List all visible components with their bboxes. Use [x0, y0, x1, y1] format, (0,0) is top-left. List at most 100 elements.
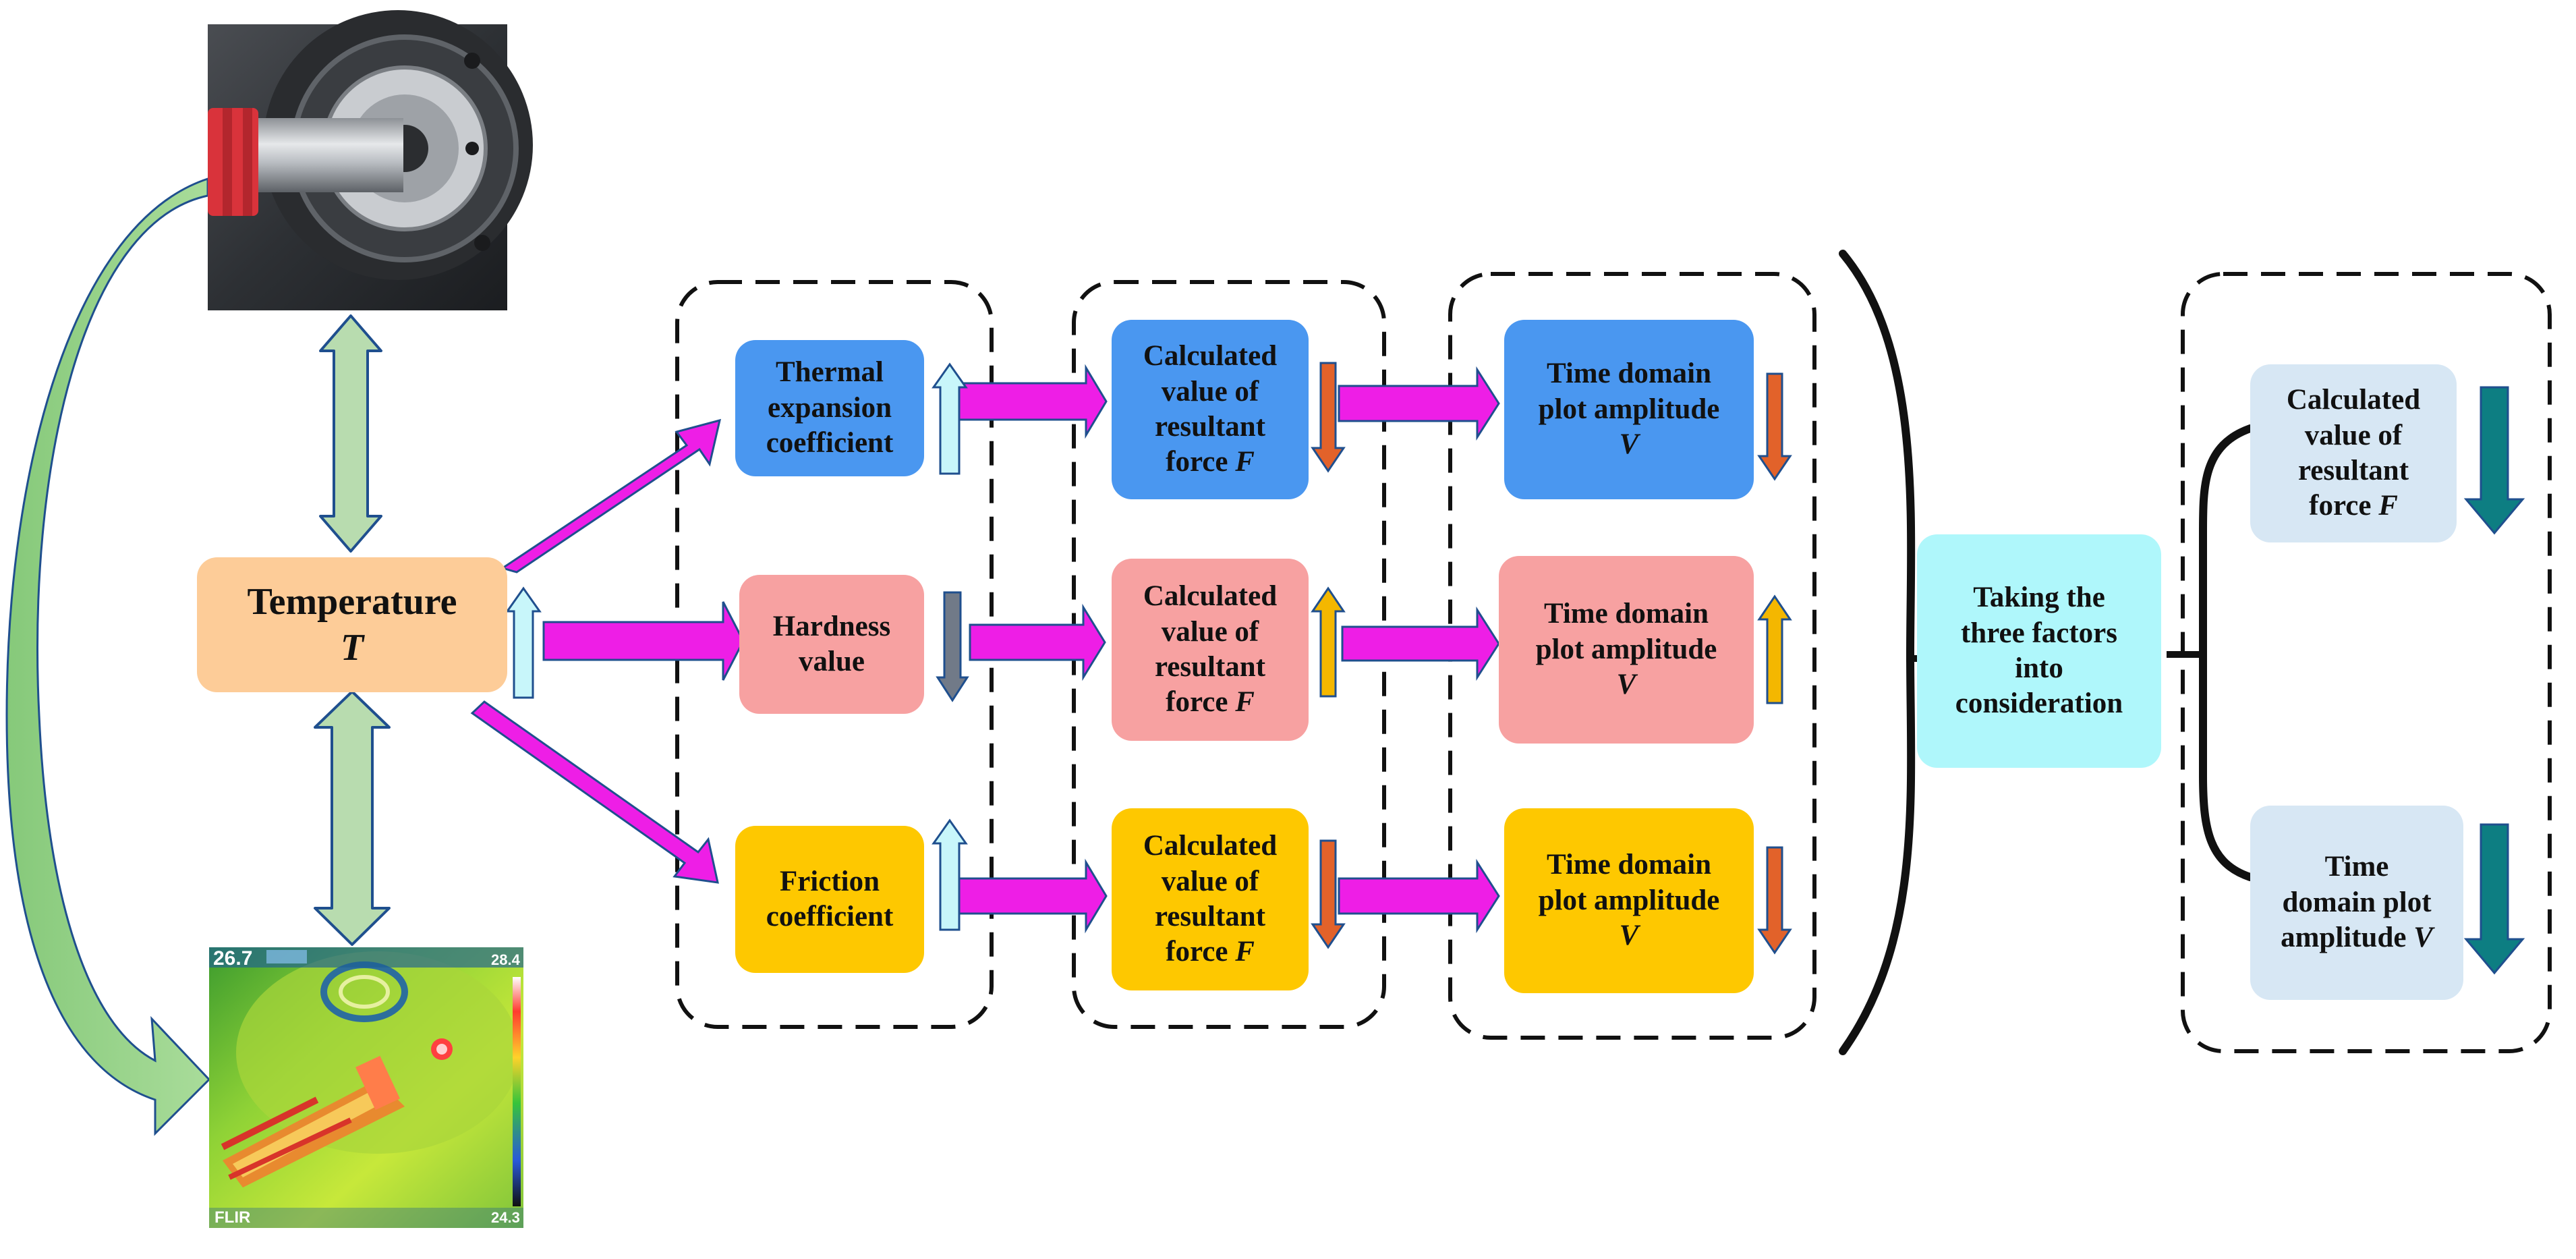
arrow-temperature-hardness	[542, 601, 745, 681]
amplitude-row2-increase-arrow	[1757, 594, 1792, 704]
friction-line2: coefficient	[766, 901, 894, 932]
consideration-box: Taking the three factors into considerat…	[1917, 534, 2161, 768]
result-force-symbol: F	[2378, 490, 2398, 522]
temperature-label: Temperature	[247, 580, 457, 623]
force-box-row1: Calculated value of resultant force F	[1112, 320, 1309, 499]
amp-row2-line2: plot amplitude	[1535, 633, 1717, 665]
arrow-hardness-force	[969, 603, 1106, 681]
force-row1-line3: resultant	[1154, 411, 1266, 443]
force-row1-line4: force F	[1166, 445, 1255, 480]
force-row3-line4: force F	[1166, 934, 1255, 970]
double-arrow-temperature-thermal	[314, 690, 391, 946]
force-row2-line2: value of	[1161, 615, 1259, 648]
amp-row3-symbol: V	[1619, 920, 1639, 952]
amplitude-box-row3: Time domain plot amplitude V	[1504, 808, 1754, 993]
force-row2-line1: Calculated	[1143, 580, 1278, 613]
consideration-line1: Taking the	[1973, 582, 2105, 614]
temperature-symbol: T	[340, 627, 364, 669]
result-force-line3: resultant	[2297, 455, 2409, 486]
result-force-line1: Calculated	[2286, 384, 2421, 416]
force-row3-line2: value of	[1161, 865, 1259, 897]
arrow-friction-force	[943, 858, 1108, 934]
hardness-line1: Hardness	[772, 610, 891, 642]
amp-row1-symbol: V	[1619, 428, 1639, 461]
amplitude-row3-decrease-arrow	[1757, 846, 1792, 955]
thermal-increase-arrow	[932, 362, 968, 475]
temperature-box: Temperature T	[197, 557, 507, 692]
amp-row1-line1: Time domain	[1546, 358, 1712, 390]
force-row3-line3: resultant	[1154, 901, 1266, 932]
amp-row3-line2: plot amplitude	[1538, 884, 1720, 916]
result-force-word: force	[2309, 490, 2372, 522]
arrow-force-amplitude-row1	[1338, 366, 1500, 441]
force-row2-line3: resultant	[1154, 651, 1266, 683]
thermal-brand-label: FLIR	[214, 1208, 250, 1227]
group-closing-bracket	[1839, 250, 1916, 1055]
spindle-photo	[208, 10, 533, 310]
force-row3-symbol: F	[1235, 936, 1255, 968]
arrow-force-amplitude-row2	[1341, 606, 1500, 681]
force-box-row3: Calculated value of resultant force F	[1112, 808, 1309, 990]
result-amp-line3: amplitude V	[2281, 920, 2433, 955]
force-row2-line4: force F	[1166, 685, 1255, 720]
amplitude-box-row1: Time domain plot amplitude V	[1504, 320, 1754, 499]
amp-row2-line1: Time domain	[1543, 598, 1709, 630]
force-row2-increase-arrow	[1311, 586, 1346, 698]
result-amp-symbol: V	[2413, 922, 2433, 954]
amp-row2-symbol: V	[1616, 669, 1636, 701]
consideration-line4: consideration	[1955, 688, 2123, 720]
amplitude-box-row2: Time domain plot amplitude V	[1499, 556, 1754, 744]
thermal-scale-min: 24.3	[491, 1209, 520, 1226]
thermal-reading-main: 26.7	[213, 947, 252, 970]
hardness-line2: value	[799, 646, 865, 677]
hardness-box: Hardness value	[739, 575, 924, 714]
result-force-decrease-arrow	[2463, 386, 2525, 535]
double-arrow-photo-temperature	[319, 314, 382, 553]
amp-row1-line2: plot amplitude	[1538, 393, 1720, 425]
thermal-scale-max: 28.4	[491, 951, 521, 968]
amplitude-row1-decrease-arrow	[1757, 372, 1792, 481]
force-row1-line1: Calculated	[1143, 340, 1278, 372]
arrow-force-amplitude-row3	[1338, 858, 1500, 934]
temperature-increase-arrow	[505, 586, 542, 699]
force-row3-line1: Calculated	[1143, 830, 1278, 862]
result-amp-line2: domain plot	[2282, 886, 2432, 918]
friction-line1: Friction	[779, 865, 880, 897]
result-force-box: Calculated value of resultant force F	[2250, 364, 2457, 542]
arrow-temperature-thermal	[500, 418, 722, 573]
amp-row3-line1: Time domain	[1546, 849, 1712, 881]
force-row1-symbol: F	[1235, 446, 1255, 478]
factors-group-frame	[675, 280, 994, 1029]
result-force-line2: value of	[2304, 419, 2403, 451]
curved-link-arrow	[5, 177, 211, 1136]
force-row1-line2: value of	[1161, 375, 1259, 408]
force-row1-word: force	[1166, 446, 1228, 478]
force-row1-decrease-arrow	[1311, 362, 1346, 473]
consideration-line2: three factors	[1960, 617, 2117, 649]
friction-increase-arrow	[932, 818, 968, 931]
force-row2-symbol: F	[1235, 686, 1255, 719]
thermal-camera-image	[209, 947, 523, 1228]
result-amplitude-box: Time domain plot amplitude V	[2250, 806, 2463, 1000]
friction-box: Friction coefficient	[735, 826, 924, 973]
force-row3-word: force	[1166, 936, 1228, 968]
result-bracket	[2199, 424, 2254, 881]
arrow-thermal-force	[942, 364, 1108, 439]
arrow-temperature-friction	[470, 700, 719, 884]
force-row2-word: force	[1166, 686, 1228, 719]
consideration-line3: into	[2015, 652, 2063, 684]
thermal-line1: Thermal	[775, 356, 884, 389]
result-group-frame	[2181, 272, 2552, 1053]
hardness-decrease-arrow	[936, 591, 969, 702]
result-force-line4: force F	[2309, 488, 2398, 524]
result-amp-word: amplitude	[2281, 922, 2407, 954]
thermal-line3: coefficient	[766, 427, 894, 459]
thermal-line2: expansion	[767, 391, 892, 424]
result-amp-line1: Time	[2324, 851, 2389, 883]
result-amplitude-decrease-arrow	[2463, 823, 2525, 975]
thermal-expansion-box: Thermal expansion coefficient	[735, 340, 924, 476]
force-row3-decrease-arrow	[1311, 839, 1346, 949]
force-box-row2: Calculated value of resultant force F	[1112, 559, 1309, 741]
